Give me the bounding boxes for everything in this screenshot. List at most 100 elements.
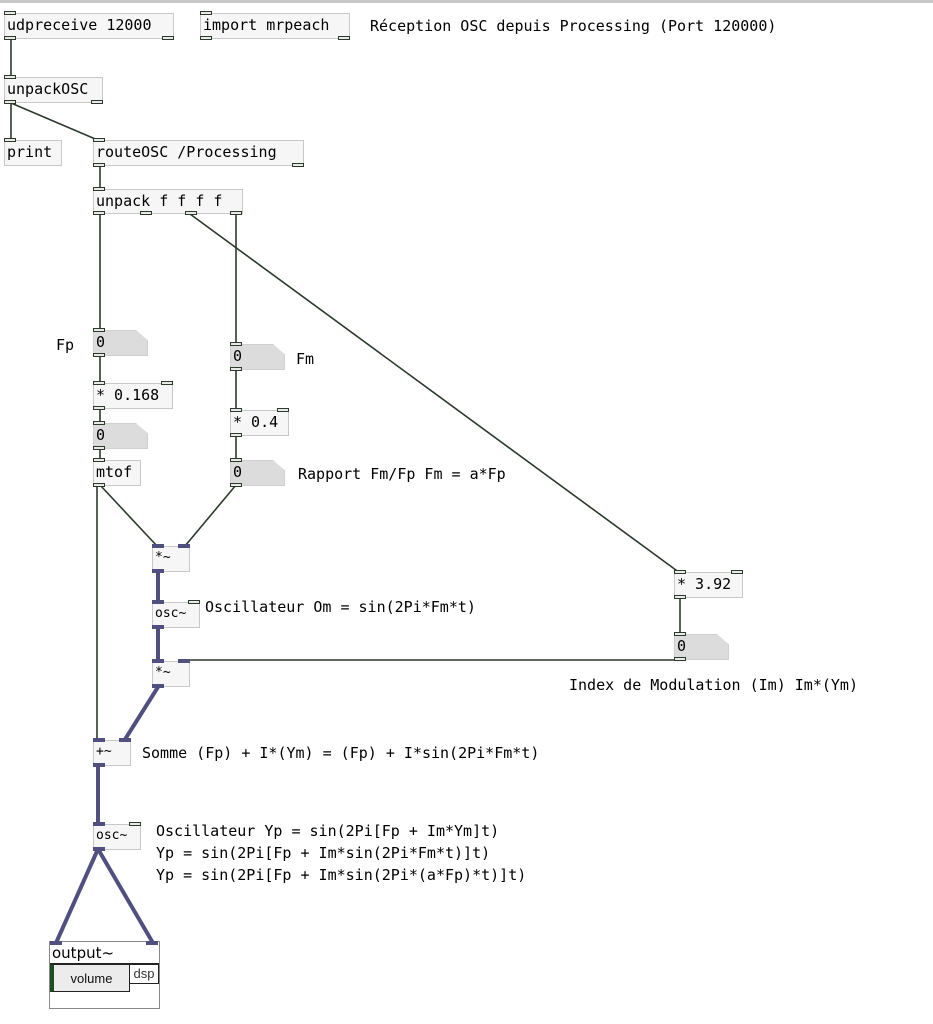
inlet[interactable]	[731, 570, 743, 574]
object-label: *~	[155, 665, 171, 680]
inlet[interactable]	[161, 381, 173, 385]
osc-modulator-object[interactable]: osc~	[152, 602, 200, 628]
signal-add-object[interactable]: +~	[93, 740, 131, 766]
print-object[interactable]: print	[4, 140, 62, 166]
outlet[interactable]	[230, 483, 242, 487]
signal-outlet[interactable]	[152, 569, 164, 573]
outlet[interactable]	[185, 211, 197, 215]
signal-inlet[interactable]	[93, 738, 105, 742]
outlet[interactable]	[230, 367, 242, 371]
outlet[interactable]	[93, 483, 105, 487]
inlet[interactable]	[674, 570, 686, 574]
volume-slider[interactable]: volume	[50, 964, 130, 992]
outlet[interactable]	[338, 36, 350, 40]
dsp-toggle[interactable]: dsp	[130, 964, 159, 984]
output-title: output~	[52, 944, 115, 962]
unpackosc-object[interactable]: unpackOSC	[4, 77, 103, 103]
import-object[interactable]: import mrpeach	[200, 13, 350, 39]
inlet[interactable]	[93, 381, 105, 385]
multiply-index-object[interactable]: * 3.92	[674, 572, 743, 598]
osc-carrier-object[interactable]: osc~	[93, 824, 141, 850]
sigcord-osc-out-left	[54, 848, 100, 944]
object-label: mtof	[96, 463, 133, 481]
outlet[interactable]	[91, 100, 103, 104]
udpreceive-object[interactable]: udpreceive 12000	[4, 13, 174, 39]
outlet[interactable]	[230, 433, 242, 437]
outlet[interactable]	[292, 163, 304, 167]
inlet[interactable]	[93, 458, 105, 462]
sigcord-mulsig2-addsig	[122, 685, 160, 743]
outlet[interactable]	[93, 211, 105, 215]
signal-inlet[interactable]	[50, 941, 62, 945]
inlet[interactable]	[188, 600, 200, 604]
number-value: 0	[96, 333, 106, 351]
inlet[interactable]	[93, 138, 105, 142]
inlet[interactable]	[93, 187, 105, 191]
dsp-label: dsp	[133, 966, 155, 981]
inlet[interactable]	[674, 632, 686, 636]
signal-multiply-object[interactable]: *~	[152, 546, 190, 572]
signal-outlet[interactable]	[93, 763, 105, 767]
outlet[interactable]	[93, 406, 105, 410]
multiply-fm-object[interactable]: * 0.4	[230, 410, 289, 436]
outlet[interactable]	[93, 163, 105, 167]
comment-reception: Réception OSC depuis Processing (Port 12…	[370, 17, 777, 35]
outlet[interactable]	[93, 446, 105, 450]
signal-multiply-index-object[interactable]: *~	[152, 661, 190, 687]
outlet[interactable]	[162, 36, 174, 40]
signal-inlet[interactable]	[119, 738, 131, 742]
number-box-fp[interactable]: 0	[93, 330, 148, 356]
signal-outlet[interactable]	[152, 684, 164, 688]
inlet[interactable]	[230, 408, 242, 412]
inlet[interactable]	[4, 75, 16, 79]
inlet[interactable]	[200, 11, 212, 15]
number-box-index[interactable]: 0	[674, 634, 729, 660]
comment-somme: Somme (Fp) + I*(Ym) = (Fp) + I*sin(2Pi*F…	[142, 744, 540, 762]
cord-mtof-mulsig	[99, 484, 158, 547]
multiply-fp-object[interactable]: * 0.168	[93, 383, 173, 409]
inlet[interactable]	[230, 458, 242, 462]
outlet[interactable]	[93, 353, 105, 357]
object-label: osc~	[96, 828, 128, 843]
inlet[interactable]	[230, 342, 242, 346]
routeosc-object[interactable]: routeOSC /Processing	[93, 140, 304, 166]
number-value: 0	[677, 637, 687, 655]
inlet[interactable]	[93, 421, 105, 425]
number-box-fm[interactable]: 0	[230, 344, 285, 370]
sigcord-osc-out-right	[96, 847, 155, 945]
outlet[interactable]	[200, 36, 212, 40]
number-value: 0	[96, 426, 106, 444]
inlet[interactable]	[4, 11, 16, 15]
outlet[interactable]	[4, 100, 16, 104]
label-fm: Fm	[296, 350, 315, 368]
outlet[interactable]	[674, 657, 686, 661]
output-abstraction[interactable]: output~ volume dsp	[49, 941, 160, 1009]
number-box-ratio[interactable]: 0	[230, 460, 285, 486]
signal-inlet[interactable]	[152, 600, 164, 604]
signal-outlet[interactable]	[93, 847, 105, 851]
inlet[interactable]	[129, 822, 141, 826]
cord-ratio-mulsig	[184, 484, 237, 547]
signal-inlet[interactable]	[152, 544, 164, 548]
outlet[interactable]	[140, 211, 152, 215]
outlet[interactable]	[4, 36, 16, 40]
signal-inlet[interactable]	[178, 659, 190, 663]
outlet[interactable]	[674, 595, 686, 599]
signal-inlet[interactable]	[178, 544, 190, 548]
object-label: * 3.92	[677, 575, 732, 593]
inlet[interactable]	[93, 328, 105, 332]
signal-inlet[interactable]	[152, 659, 164, 663]
signal-inlet[interactable]	[93, 822, 105, 826]
cord-unpackosc-routeosc	[10, 102, 101, 142]
number-box-fp-scaled[interactable]: 0	[93, 423, 148, 449]
inlet[interactable]	[4, 138, 16, 142]
signal-outlet[interactable]	[152, 625, 164, 629]
inlet[interactable]	[277, 408, 289, 412]
outlet[interactable]	[230, 211, 242, 215]
unpack-object[interactable]: unpack f f f f	[93, 189, 243, 214]
object-label: udpreceive 12000	[7, 16, 152, 34]
signal-inlet[interactable]	[146, 941, 158, 945]
cord-unpack-index	[189, 213, 681, 574]
mtof-object[interactable]: mtof	[93, 460, 141, 486]
